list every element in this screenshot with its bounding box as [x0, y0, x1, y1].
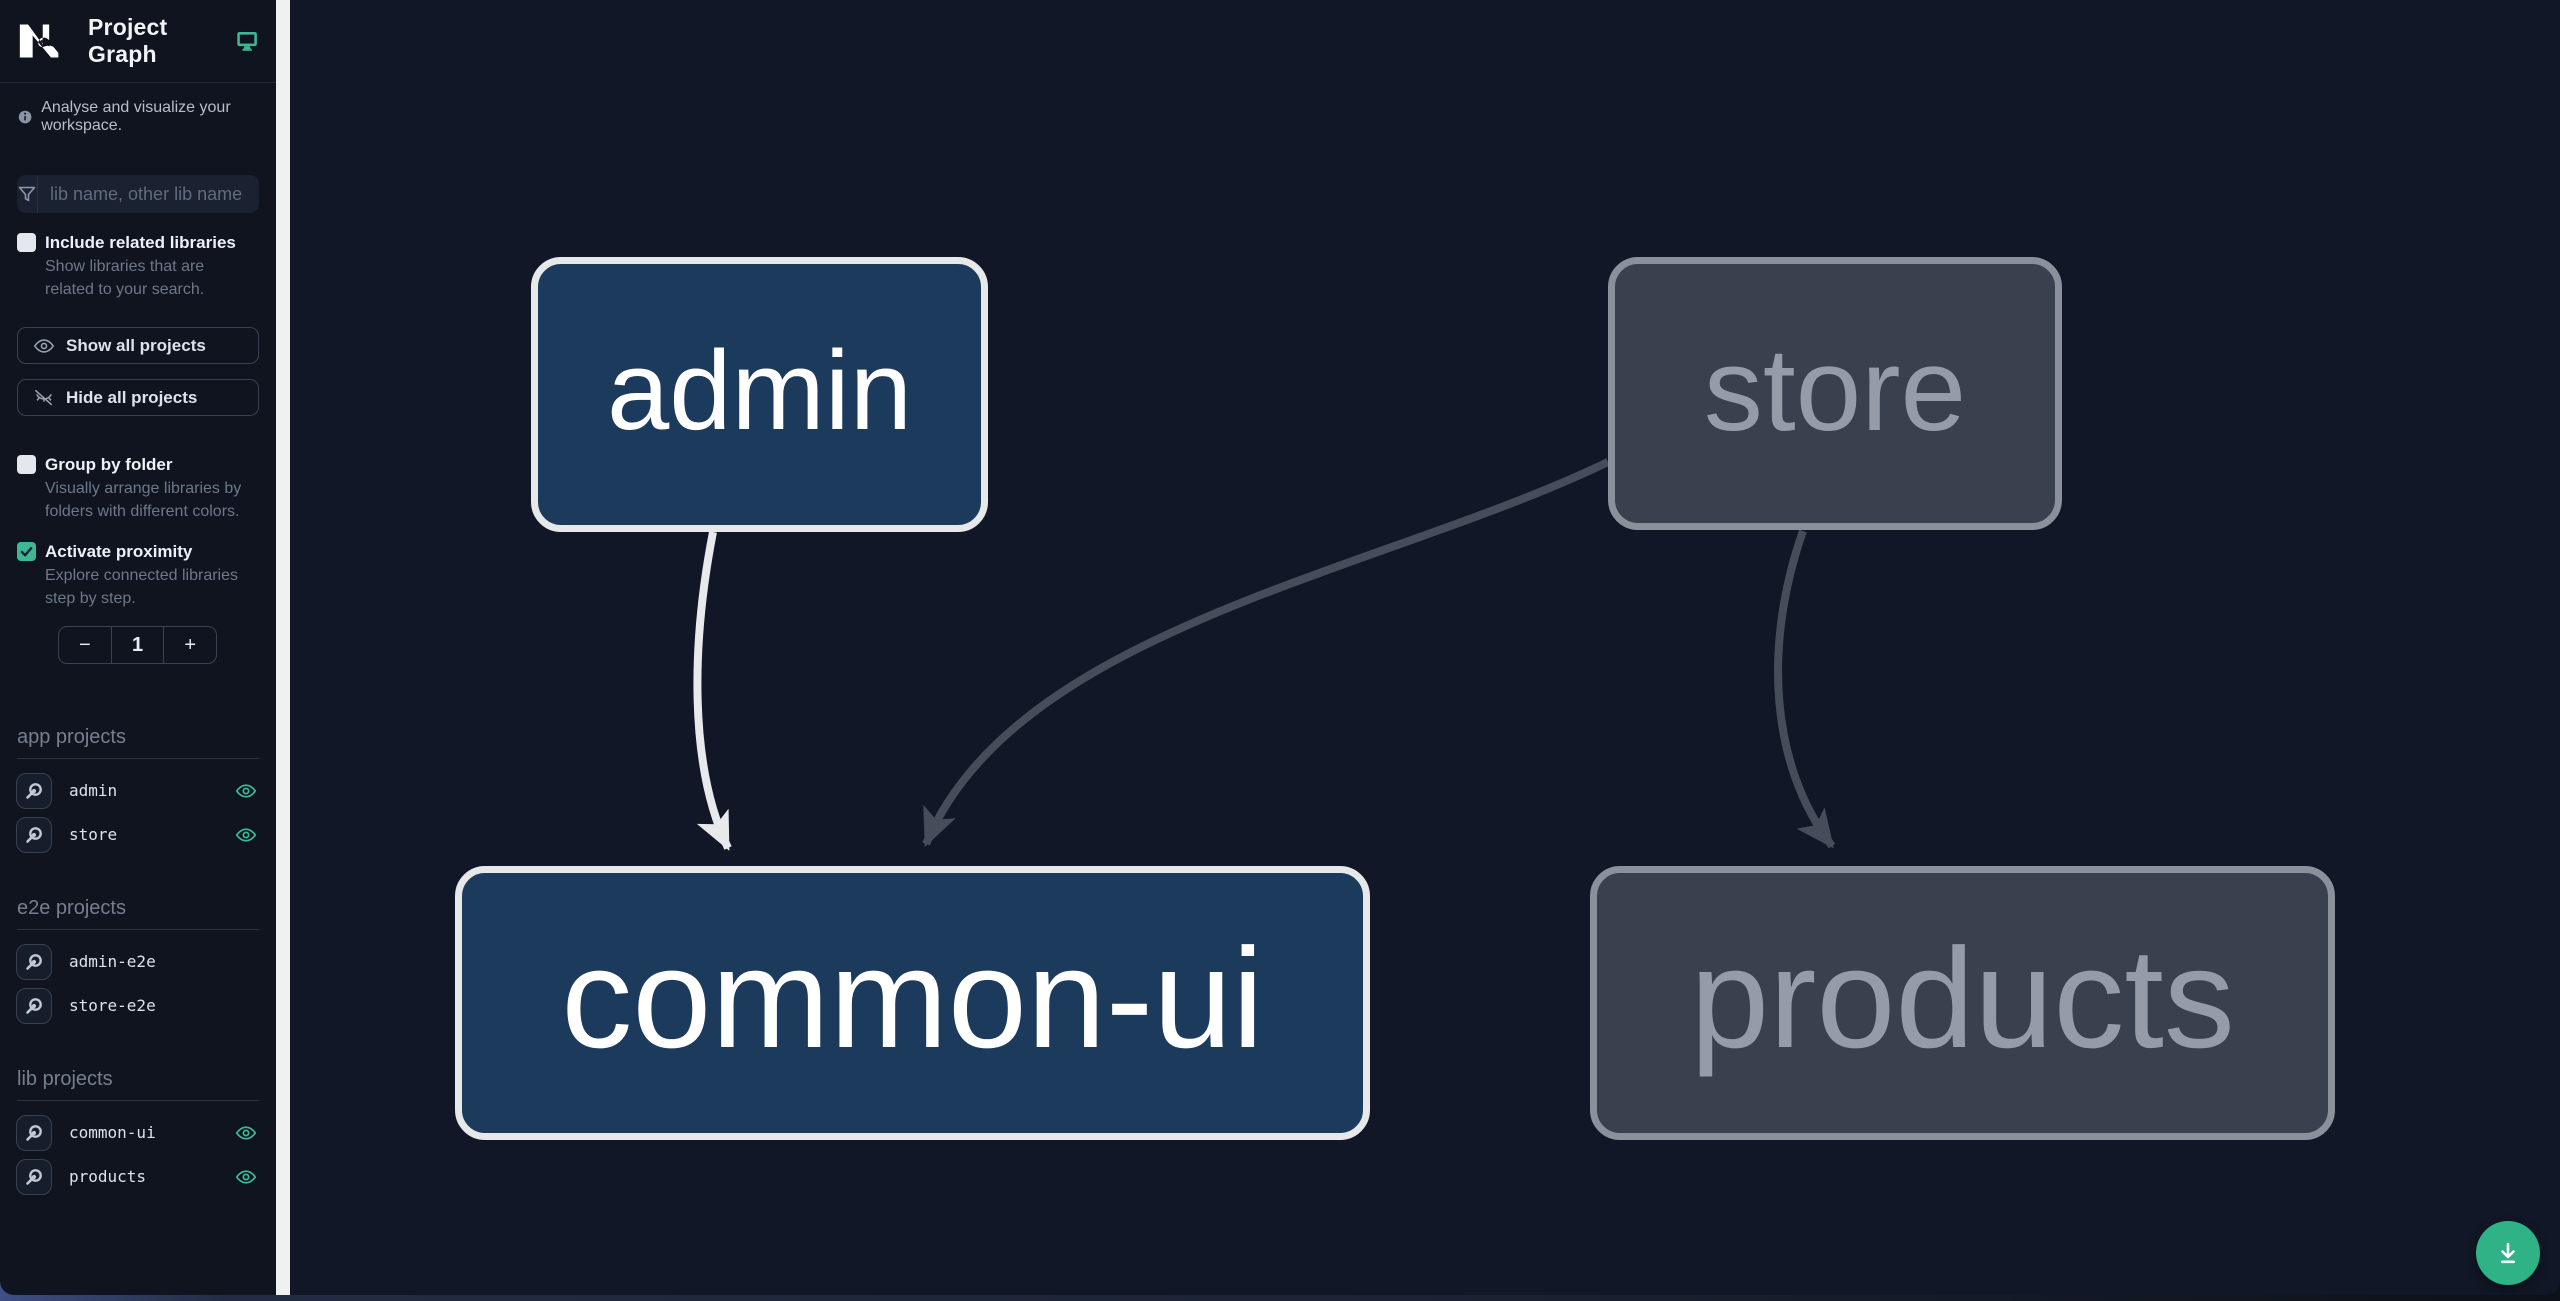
checkbox-group-by-folder[interactable]: [17, 455, 36, 474]
eye-icon: [33, 338, 55, 353]
checkbox-activate-proximity[interactable]: [17, 542, 36, 561]
focus-project-button[interactable]: [16, 987, 52, 1024]
project-section: app projects admin store: [0, 726, 276, 853]
graph-node-common-ui[interactable]: common-ui: [455, 866, 1370, 1140]
proximity-stepper: − 1 +: [58, 626, 217, 664]
project-name: common-ui: [69, 1123, 156, 1142]
option-description: Visually arrange libraries by folders wi…: [45, 480, 242, 520]
focus-magnifier-icon: [26, 782, 42, 799]
toggle-visibility-eye-icon[interactable]: [235, 1166, 257, 1188]
project-section: lib projects common-ui products: [0, 1068, 276, 1195]
focus-project-button[interactable]: [16, 1114, 52, 1151]
download-graph-button[interactable]: [2476, 1221, 2540, 1285]
project-list-item: admin-e2e: [16, 943, 259, 980]
project-sections: app projects admin store: [0, 726, 276, 1195]
stepper-value: 1: [110, 627, 165, 663]
project-name: products: [69, 1167, 147, 1186]
page-title: Project Graph: [88, 14, 168, 67]
project-list-item: store-e2e: [16, 987, 259, 1024]
monitor-icon[interactable]: [236, 28, 258, 54]
search-input[interactable]: [38, 175, 259, 213]
checkbox-include-related[interactable]: [17, 233, 36, 252]
show-all-projects-label: Show all projects: [66, 335, 206, 355]
download-icon: [2501, 1242, 2515, 1264]
project-name: admin-e2e: [69, 952, 156, 971]
eye-off-icon: [34, 389, 53, 405]
hide-all-projects-label: Hide all projects: [66, 387, 198, 407]
option-description: Explore connected libraries step by step…: [45, 567, 238, 607]
project-list-item: products: [16, 1158, 259, 1195]
option-label: Group by folder: [45, 455, 173, 474]
option-group-by-folder[interactable]: Group by folder Visually arrange librari…: [0, 453, 276, 523]
project-list-item: admin: [16, 772, 259, 809]
focus-magnifier-icon: [26, 997, 42, 1014]
project-list-item: store: [16, 816, 259, 853]
focus-project-button[interactable]: [16, 1158, 52, 1195]
toggle-visibility-eye-icon[interactable]: [235, 780, 257, 802]
focus-magnifier-icon: [26, 953, 42, 970]
filter-funnel-icon: [17, 175, 38, 213]
toggle-visibility-eye-icon[interactable]: [235, 1122, 257, 1144]
option-label: Include related libraries: [45, 233, 236, 252]
sidebar: Project Graph Analyse and visualize your…: [0, 0, 276, 1295]
focus-project-button[interactable]: [16, 816, 52, 853]
graph-canvas[interactable]: admin store common-ui products: [290, 0, 2560, 1295]
graph-node-products[interactable]: products: [1590, 866, 2335, 1140]
project-section: e2e projects admin-e2e store-e2e: [0, 897, 276, 1024]
project-name: store: [69, 825, 118, 844]
option-label: Activate proximity: [45, 542, 193, 561]
stepper-increment-button[interactable]: +: [184, 633, 197, 656]
edge-store-to-products[interactable]: [1774, 529, 1836, 849]
stepper-decrement-button[interactable]: −: [78, 633, 91, 656]
option-activate-proximity[interactable]: Activate proximity Explore connected lib…: [0, 540, 276, 610]
hide-all-projects-button[interactable]: Hide all projects: [17, 379, 259, 416]
section-title: lib projects: [17, 1068, 259, 1101]
graph-node-admin[interactable]: admin: [531, 257, 988, 532]
focus-magnifier-icon: [26, 1124, 42, 1141]
node-label: admin: [606, 328, 913, 453]
option-description: Show libraries that are related to your …: [45, 258, 205, 298]
edge-admin-to-common-ui[interactable]: [693, 531, 732, 851]
sidebar-header: Project Graph: [0, 0, 276, 83]
panel-divider: [276, 0, 290, 1295]
edge-store-to-common-ui[interactable]: [922, 458, 1610, 847]
info-icon: [18, 110, 32, 124]
option-include-related[interactable]: Include related libraries Show libraries…: [0, 231, 276, 301]
graph-edges: [693, 458, 1836, 851]
node-label: products: [1690, 919, 2235, 1078]
section-title: e2e projects: [17, 897, 259, 930]
project-list-item: common-ui: [16, 1114, 259, 1151]
checkmark-icon: [20, 547, 33, 557]
graph-node-store[interactable]: store: [1608, 257, 2062, 530]
section-title: app projects: [17, 726, 259, 759]
nx-logo-icon: [19, 24, 59, 58]
info-row: Analyse and visualize your workspace.: [0, 99, 276, 135]
focus-project-button[interactable]: [16, 772, 52, 809]
info-text: Analyse and visualize your workspace.: [41, 99, 231, 134]
focus-magnifier-icon: [26, 1168, 42, 1185]
focus-magnifier-icon: [26, 826, 42, 843]
project-name: store-e2e: [69, 996, 156, 1015]
node-label: common-ui: [561, 919, 1264, 1078]
toggle-visibility-eye-icon[interactable]: [235, 824, 257, 846]
search-box: [17, 175, 259, 213]
show-all-projects-button[interactable]: Show all projects: [17, 327, 259, 364]
node-label: store: [1703, 323, 1967, 456]
focus-project-button[interactable]: [16, 943, 52, 980]
project-name: admin: [69, 781, 118, 800]
